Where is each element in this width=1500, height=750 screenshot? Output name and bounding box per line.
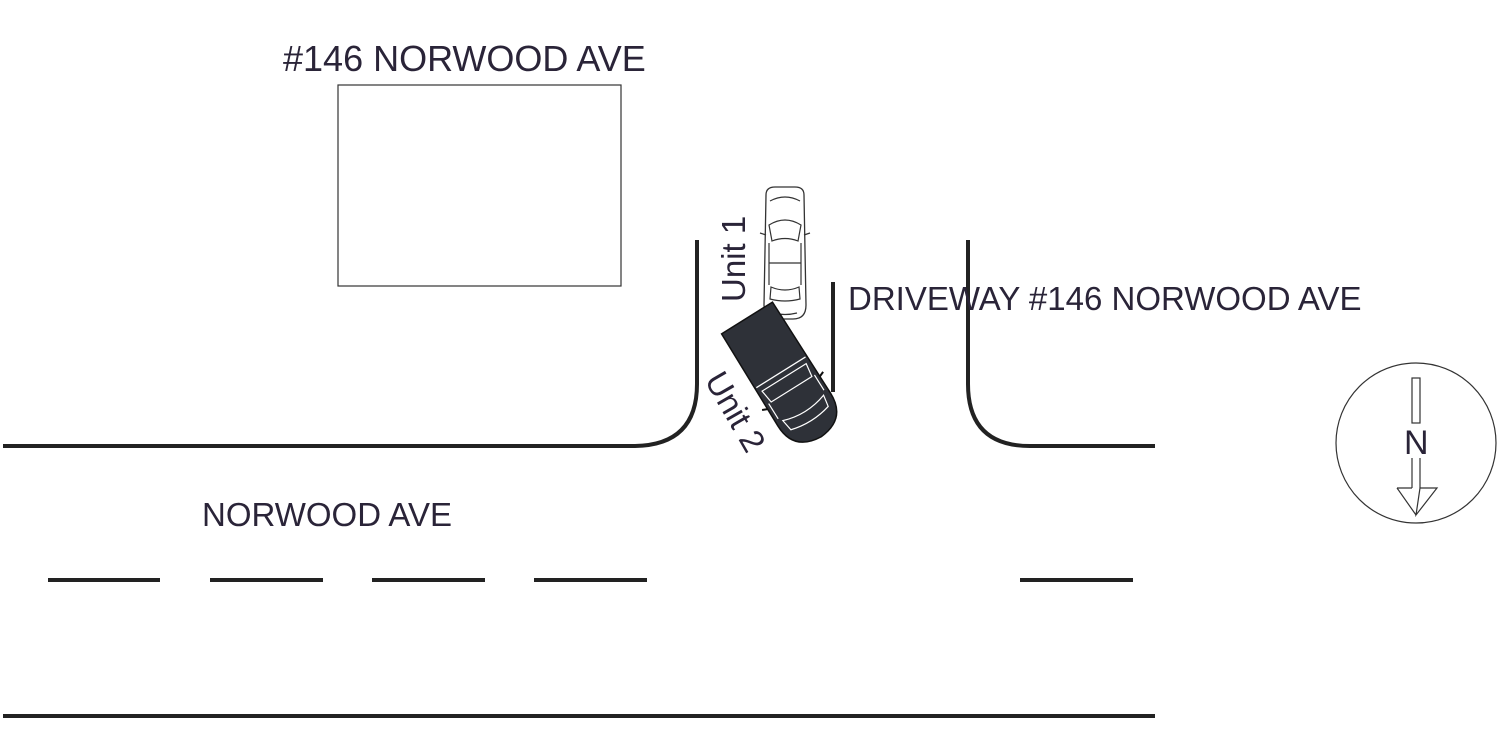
north-curb-east <box>966 240 1155 448</box>
street-label: NORWOOD AVE <box>202 496 452 533</box>
north-arrow-icon: N <box>1335 362 1497 524</box>
north-label: N <box>1404 424 1429 462</box>
unit2-truck-icon <box>720 301 838 443</box>
unit1-car-icon <box>759 186 811 320</box>
north-curb-west <box>3 240 699 448</box>
unit1-label: Unit 1 <box>715 216 752 302</box>
building-outline <box>337 84 622 287</box>
driveway-label: DRIVEWAY #146 NORWOOD AVE <box>848 280 1361 317</box>
building-label: #146 NORWOOD AVE <box>283 38 646 79</box>
